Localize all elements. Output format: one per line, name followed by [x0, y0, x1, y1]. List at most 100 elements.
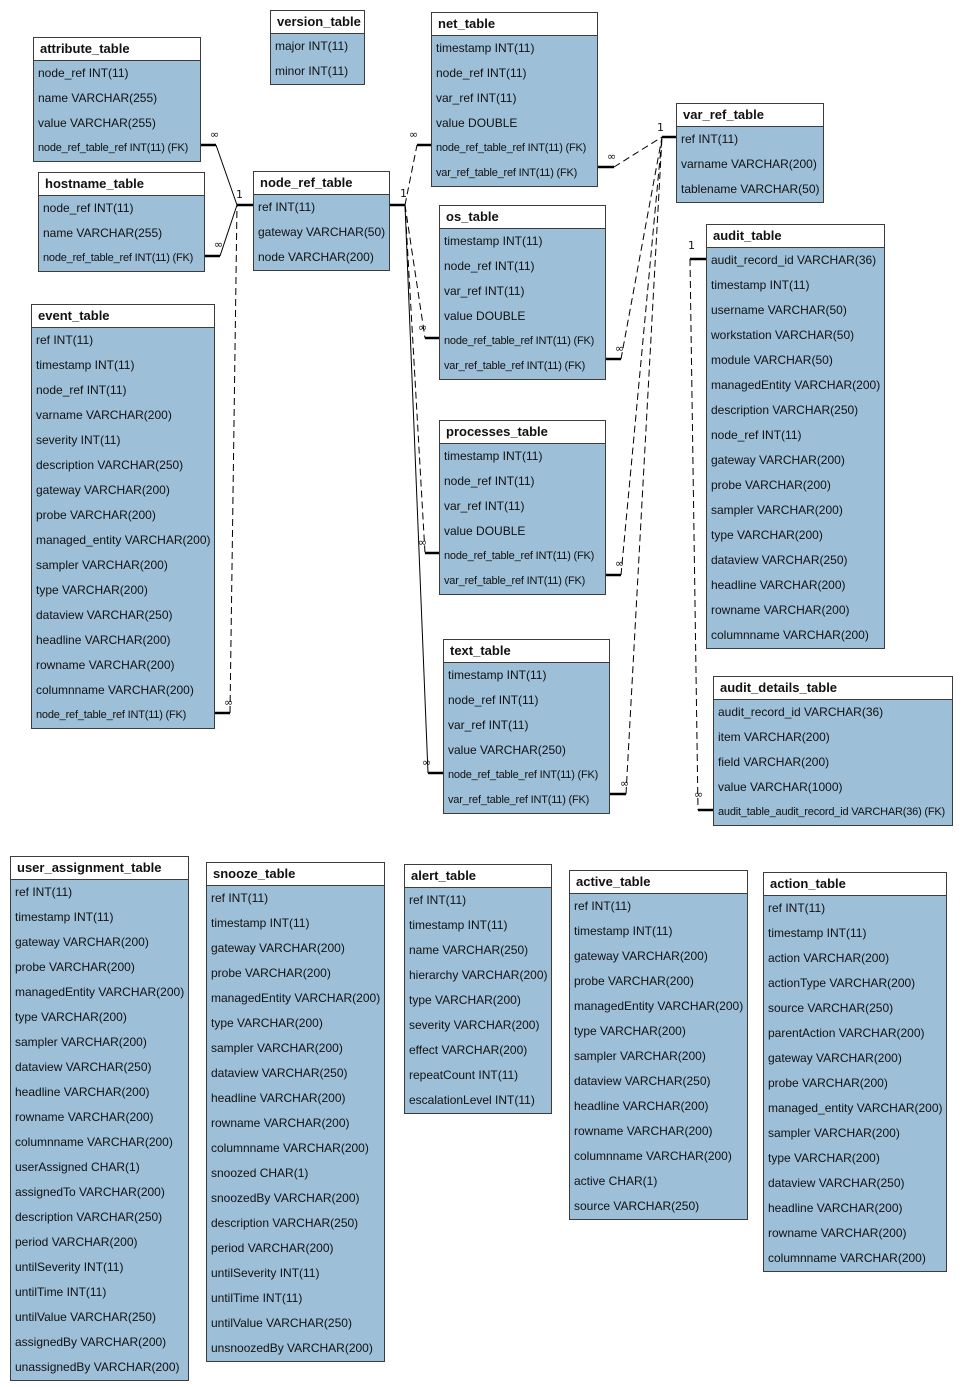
column-row: managedEntity VARCHAR(200)	[211, 991, 381, 1005]
foreign-key-column: node_ref_table_ref INT(11) (FK)	[36, 709, 187, 721]
entity-columns: ref INT(11)gateway VARCHAR(50)node VARCH…	[254, 195, 389, 270]
os-table-entity[interactable]: os_table timestamp INT(11) node_ref INT(11…	[439, 205, 606, 380]
entity-title: action_table	[764, 873, 946, 896]
column-row: columnname VARCHAR(200)	[15, 1135, 173, 1149]
column-row: active CHAR(1)	[574, 1174, 658, 1188]
column-row: untilTime INT(11)	[15, 1285, 107, 1299]
column-row: sampler VARCHAR(200)	[36, 558, 168, 572]
entity-title: active_table	[570, 871, 747, 894]
column-row: headline VARCHAR(200)	[36, 633, 171, 647]
entity-columns: node_ref INT(11)name VARCHAR(255)node_re…	[39, 196, 204, 271]
foreign-key-column: node_ref_table_ref INT(11) (FK)	[444, 335, 595, 347]
cardinality-many-label: ∞	[210, 128, 219, 141]
column-row: field VARCHAR(200)	[718, 755, 830, 769]
column-row: gateway VARCHAR(50)	[258, 225, 386, 239]
column-row: managed_entity VARCHAR(200)	[36, 533, 211, 547]
foreign-key-column: node_ref_table_ref INT(11) (FK)	[436, 142, 587, 154]
column-row: value DOUBLE	[444, 309, 526, 323]
column-row: type VARCHAR(200)	[409, 993, 521, 1007]
column-row: assignedBy VARCHAR(200)	[15, 1335, 167, 1349]
column-row: managed_entity VARCHAR(200)	[768, 1101, 943, 1115]
entity-title: user_assignment_table	[11, 857, 188, 880]
column-row: headline VARCHAR(200)	[211, 1091, 346, 1105]
relationship-line	[229, 204, 238, 714]
entity-title: os_table	[440, 206, 605, 229]
cardinality-many-label: ∞	[224, 696, 233, 709]
column-row: audit_record_id VARCHAR(36)	[711, 253, 877, 267]
cardinality-many-label: ∞	[615, 342, 624, 355]
cardinality-one-label: 1	[236, 188, 243, 201]
cardinality-many-label: ∞	[418, 536, 427, 549]
column-row: gateway VARCHAR(200)	[574, 949, 708, 963]
column-row: gateway VARCHAR(200)	[711, 453, 845, 467]
relationship-line	[215, 144, 238, 206]
column-row: rowname VARCHAR(200)	[711, 603, 850, 617]
column-row: minor INT(11)	[275, 64, 349, 78]
entity-columns: ref INT(11)timestamp INT(11)action VARCH…	[764, 896, 946, 1271]
column-row: node_ref INT(11)	[444, 474, 535, 488]
column-row: node_ref INT(11)	[38, 66, 129, 80]
column-row: node VARCHAR(200)	[258, 250, 374, 264]
column-row: node_ref INT(11)	[436, 66, 527, 80]
column-row: value VARCHAR(255)	[38, 116, 156, 130]
column-row: assignedTo VARCHAR(200)	[15, 1185, 165, 1199]
cardinality-many-label: ∞	[694, 788, 703, 801]
column-row: severity INT(11)	[36, 433, 121, 447]
entity-columns: node_ref INT(11)name VARCHAR(255)value V…	[34, 61, 200, 161]
column-row: description VARCHAR(250)	[711, 403, 859, 417]
column-row: timestamp INT(11)	[768, 926, 867, 940]
foreign-key-column: node_ref_table_ref INT(11) (FK)	[38, 142, 189, 154]
column-row: var_ref INT(11)	[436, 91, 517, 105]
column-row: gateway VARCHAR(200)	[36, 483, 170, 497]
column-row: dataview VARCHAR(250)	[711, 553, 848, 567]
cardinality-one-label: 1	[400, 187, 407, 200]
entity-title: audit_details_table	[714, 677, 952, 700]
entity-title: version_table	[271, 11, 364, 34]
column-row: escalationLevel INT(11)	[409, 1093, 535, 1107]
foreign-key-column: var_ref_table_ref INT(11) (FK)	[436, 167, 578, 179]
column-row: userAssigned CHAR(1)	[15, 1160, 140, 1174]
column-row: timestamp INT(11)	[444, 234, 543, 248]
column-row: audit_record_id VARCHAR(36)	[718, 705, 884, 719]
entity-columns: audit_record_id VARCHAR(36)item VARCHAR(…	[714, 700, 952, 825]
relationship-line	[404, 144, 418, 206]
column-row: var_ref INT(11)	[448, 718, 529, 732]
foreign-key-column: var_ref_table_ref INT(11) (FK)	[448, 794, 590, 806]
column-row: value VARCHAR(1000)	[718, 780, 843, 794]
relationship-line	[620, 136, 663, 360]
column-row: description VARCHAR(250)	[211, 1216, 359, 1230]
column-row: rowname VARCHAR(200)	[15, 1110, 154, 1124]
column-row: timestamp INT(11)	[444, 449, 543, 463]
column-row: effect VARCHAR(200)	[409, 1043, 528, 1057]
entity-columns: timestamp INT(11)node_ref INT(11)var_ref…	[440, 444, 605, 594]
column-row: timestamp INT(11)	[36, 358, 135, 372]
column-row: headline VARCHAR(200)	[768, 1201, 903, 1215]
column-row: major INT(11)	[275, 39, 349, 53]
column-row: probe VARCHAR(200)	[574, 974, 694, 988]
column-row: rowname VARCHAR(200)	[36, 658, 175, 672]
column-row: sampler VARCHAR(200)	[574, 1049, 706, 1063]
foreign-key-column: node_ref_table_ref INT(11) (FK)	[43, 252, 194, 264]
column-row: varname VARCHAR(200)	[681, 157, 817, 171]
cardinality-many-label: ∞	[418, 321, 427, 334]
entity-title: audit_table	[707, 225, 884, 248]
column-row: node_ref INT(11)	[444, 259, 535, 273]
cardinality-one-label: 1	[688, 239, 695, 252]
column-row: tablename VARCHAR(50)	[681, 182, 820, 196]
